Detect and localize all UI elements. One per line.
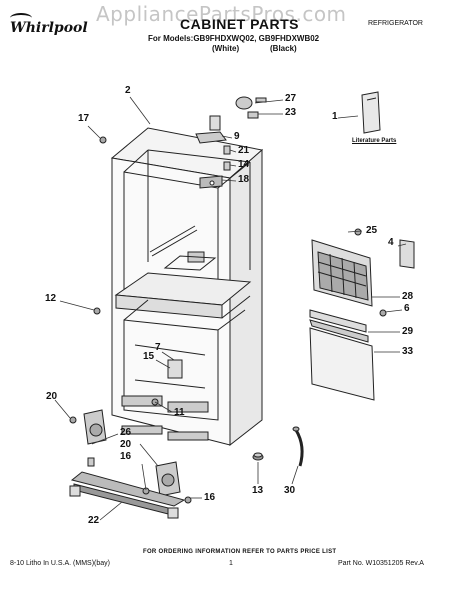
callout-9: 9 [234,131,240,142]
category-label: REFRIGERATOR [368,20,423,27]
callout-27: 27 [285,93,297,104]
callout-12: 12 [45,293,57,304]
callout-4: 4 [388,237,394,248]
callout-28: 28 [402,291,414,302]
callout-7: 7 [155,342,161,353]
callout-16: 16 [120,451,132,462]
leveling-rail [69,471,186,519]
top-hinge-assembly [195,115,231,189]
screws [69,136,387,504]
kickplate-trim [309,309,375,401]
ordering-note: FOR ORDERING INFORMATION REFER TO PARTS … [143,549,337,555]
callout-13: 13 [252,485,264,496]
literature-parts [361,91,381,134]
callout-33: 33 [402,346,414,357]
bracket-part [399,239,415,269]
brand-logo: Whirlpool [10,20,88,36]
models-line: For Models:GB9FHDXWQ02, GB9FHDXWB02 [148,34,320,43]
callout-21: 21 [238,145,250,156]
rear-access-cover [311,239,373,307]
cabinet-body [110,127,264,447]
page-title: CABINET PARTS [180,16,300,32]
callout-25: 25 [366,225,378,236]
callout-18: 18 [238,174,250,185]
right-roller-assembly [155,461,181,497]
callout-14: 14 [238,159,250,170]
callout-22: 22 [88,515,100,526]
callout-16-right: 16 [204,492,216,503]
footer-part-number: Part No. W10351205 Rev.A [338,560,424,567]
callout-23: 23 [285,107,297,118]
literature-parts-label: Literature Parts [352,138,397,144]
leader-lines [54,96,407,521]
hinge-cap [235,96,267,119]
callout-6: 6 [404,303,410,314]
callout-20: 20 [46,391,58,402]
left-roller-assembly [83,409,107,467]
callout-17: 17 [78,113,90,124]
leveling-foot [252,452,264,461]
brand-swoosh-icon [10,13,32,23]
callout-2: 2 [125,85,131,96]
drain-tube [292,426,304,467]
watermark: AppliancePartsPros.com [96,2,347,26]
footer-page-number: 1 [229,560,233,567]
callout-20-lower: 20 [120,439,132,450]
callout-29: 29 [402,326,414,337]
color-black: (Black) [270,44,297,53]
callout-1: 1 [332,111,338,122]
color-white: (White) [212,44,240,53]
footer-litho: 8-10 Litho In U.S.A. (MMS)(bay) [10,560,110,567]
callout-26: 26 [120,427,132,438]
callout-15: 15 [143,351,155,362]
callout-11: 11 [174,407,185,418]
callout-30: 30 [284,485,296,496]
